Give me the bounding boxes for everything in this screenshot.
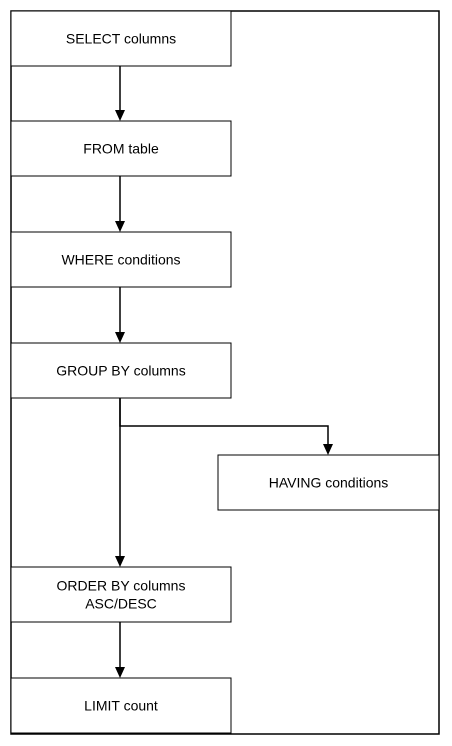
node-label-orderby-line-2: ASC/DESC: [85, 596, 157, 612]
node-box-limit: [10, 677, 232, 734]
arrow-head-groupby: [115, 332, 125, 343]
node-from: FROM table: [10, 120, 232, 177]
node-label-limit: LIMIT count: [84, 698, 158, 714]
node-groupby: GROUP BY columns: [10, 342, 232, 399]
node-label-where: WHERE conditions: [61, 252, 180, 268]
node-box-select: [10, 10, 232, 67]
node-label-having: HAVING conditions: [269, 475, 389, 491]
arrow-head-orderby: [115, 556, 125, 567]
arrow-head-where: [115, 221, 125, 232]
node-label-select: SELECT columns: [66, 31, 176, 47]
edges-layer: [115, 66, 333, 678]
node-label-from: FROM table: [83, 141, 159, 157]
node-where: WHERE conditions: [10, 231, 232, 288]
node-box-having: [217, 454, 440, 511]
arrow-head-having: [323, 444, 333, 455]
node-select: SELECT columns: [10, 10, 232, 67]
node-limit: LIMIT count: [10, 677, 232, 734]
arrow-head-from: [115, 110, 125, 121]
arrow-head-limit: [115, 667, 125, 678]
node-box-groupby: [10, 342, 232, 399]
node-label-groupby: GROUP BY columns: [56, 363, 185, 379]
node-box-where: [10, 231, 232, 288]
node-having: HAVING conditions: [217, 454, 440, 511]
node-label-orderby-line-1: ORDER BY columns: [57, 578, 186, 594]
node-box-from: [10, 120, 232, 177]
edge-groupby-to-having: [119, 398, 329, 446]
node-box-orderby: [10, 566, 232, 623]
